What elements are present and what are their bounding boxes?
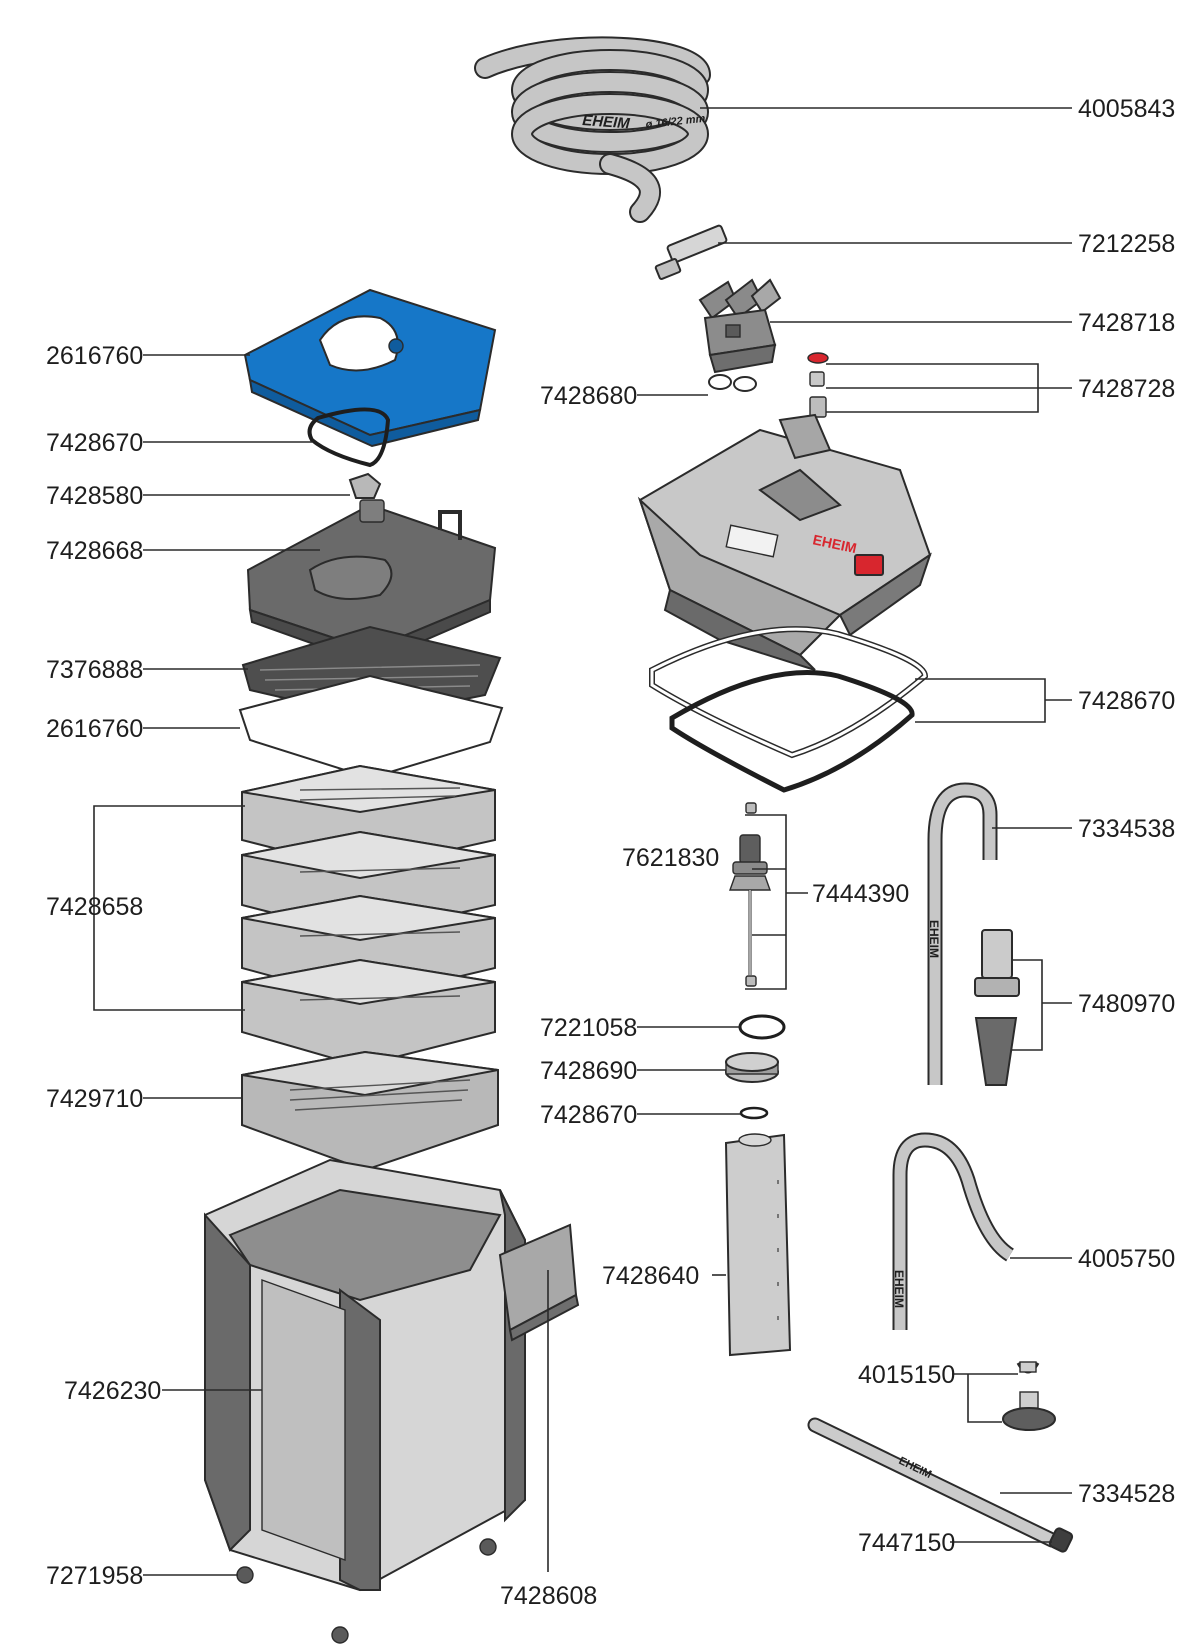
label-head-gasket: 7428670: [1078, 687, 1175, 715]
label-end-cap: 7447150: [858, 1529, 955, 1557]
label-intake-strainer: 7480970: [1078, 990, 1175, 1018]
vent-set-illustration: [807, 352, 829, 418]
lid-gasket-illustration: [307, 407, 391, 468]
label-pump-oring: 7221058: [540, 1014, 637, 1042]
clips-illustration: [1002, 1361, 1056, 1431]
label-clips: 4015150: [858, 1361, 955, 1389]
label-housing: 7426230: [64, 1377, 161, 1405]
knob-illustration: [348, 472, 382, 499]
intake-strainer-illustration: [974, 929, 1020, 1086]
intake-pipe-illustration: EHEIM: [927, 782, 998, 1085]
hose-brand-print: EHEIM: [582, 112, 631, 132]
adapter-illustration: [698, 278, 782, 392]
label-lid: 7428668: [46, 537, 143, 565]
impeller-set-illustration: [729, 802, 771, 987]
label-impeller-part: 7621830: [622, 844, 719, 872]
label-spray-bar: 7334528: [1078, 1480, 1175, 1508]
label-adapter: 7428718: [1078, 309, 1175, 337]
cover-white-illustration: [238, 674, 504, 780]
label-small-oring: 7428670: [540, 1101, 637, 1129]
label-hose: 4005843: [1078, 95, 1175, 123]
label-knob: 7428580: [46, 482, 143, 510]
cover-top-illustration: [243, 288, 497, 448]
hose-illustration: EHEIM ø 16/22 mm: [474, 36, 711, 223]
lid-illustration: [246, 499, 497, 666]
leader-lines: [93, 107, 1072, 1576]
label-lid-gasket: 7428670: [46, 429, 143, 457]
spray-bar-illustration: EHEIM: [807, 1417, 1074, 1553]
intake-pipe-brand-print: EHEIM: [927, 920, 941, 958]
label-prefilter: 7428640: [602, 1262, 699, 1290]
label-feet: 7271958: [46, 1562, 143, 1590]
label-cover-white: 2616760: [46, 715, 143, 743]
pump-parts-illustration: [725, 1014, 786, 1120]
bottom-basket-illustration: [241, 1050, 499, 1172]
label-pump-cover: 7428690: [540, 1057, 637, 1085]
label-flap: 7428608: [500, 1582, 597, 1610]
flap-illustration: [498, 1223, 580, 1342]
tap-pin-illustration: [654, 224, 728, 281]
pump-head-illustration: EHEIM: [637, 413, 932, 671]
label-vent-set: 7428728: [1078, 375, 1175, 403]
housing-illustration: [204, 1158, 526, 1644]
label-adapter-orings: 7428680: [540, 382, 637, 410]
label-intake-pipe: 7334538: [1078, 815, 1175, 843]
label-baskets: 7428658: [46, 893, 143, 921]
prefilter-illustration: [724, 1133, 792, 1357]
basket-4: [241, 958, 496, 1068]
outlet-pipe-illustration: EHEIM: [892, 1132, 1015, 1330]
label-outlet-pipe: 4005750: [1078, 1245, 1175, 1273]
label-tap-pin: 7212258: [1078, 230, 1175, 258]
head-gasket-illustration: [649, 626, 929, 793]
label-bottom-basket: 7429710: [46, 1085, 143, 1113]
outlet-pipe-brand-print: EHEIM: [892, 1270, 906, 1308]
label-grid: 7376888: [46, 656, 143, 684]
label-impeller-set: 7444390: [812, 880, 909, 908]
label-cover-top: 2616760: [46, 342, 143, 370]
